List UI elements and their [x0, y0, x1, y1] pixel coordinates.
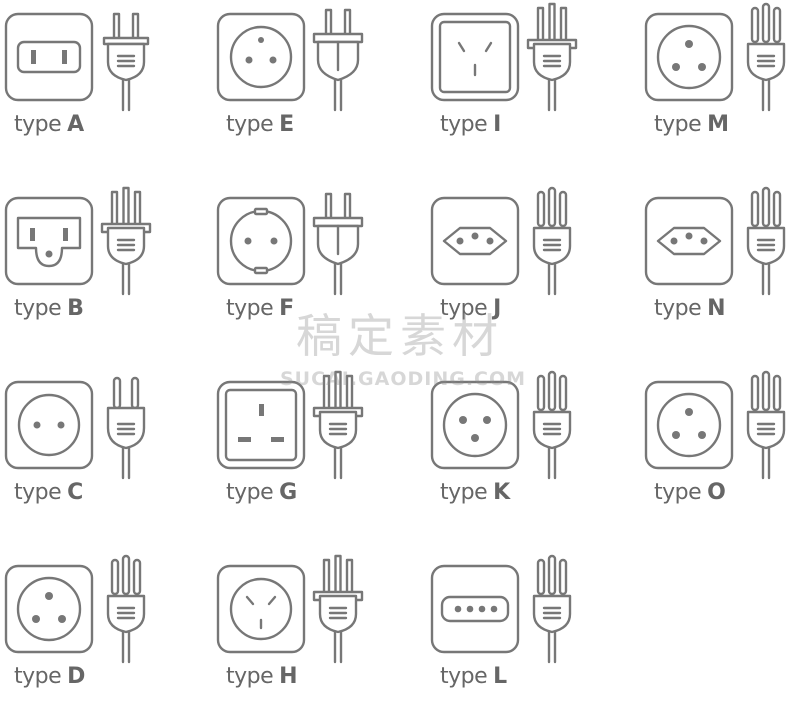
- socket-icon: [216, 12, 306, 102]
- caption-letter: K: [493, 480, 510, 505]
- plug-icon: [532, 370, 572, 480]
- caption-letter: L: [493, 664, 507, 689]
- caption-letter: E: [279, 112, 294, 137]
- socket-icon: [4, 196, 94, 286]
- caption-word: type: [440, 112, 488, 137]
- socket-icon: [430, 564, 520, 654]
- socket-icon: [430, 12, 520, 102]
- socket-icon: [216, 196, 306, 286]
- caption-word: type: [440, 296, 488, 321]
- plug-icon: [312, 370, 364, 480]
- socket-icon: [430, 380, 520, 470]
- caption-word: type: [14, 664, 62, 689]
- caption-word: type: [654, 112, 702, 137]
- socket-icon: [4, 564, 94, 654]
- socket-icon: [4, 12, 94, 102]
- caption-letter: I: [493, 112, 501, 137]
- caption-word: type: [654, 480, 702, 505]
- socket-icon: [430, 196, 520, 286]
- caption-word: type: [226, 664, 274, 689]
- caption-word: type: [226, 296, 274, 321]
- plug-icon: [100, 186, 152, 296]
- caption-word: type: [440, 480, 488, 505]
- plug-icon: [746, 2, 786, 112]
- plug-icon: [746, 370, 786, 480]
- caption-letter: C: [67, 480, 83, 505]
- caption-word: type: [226, 480, 274, 505]
- plug-icon: [106, 554, 146, 664]
- caption-letter: N: [707, 296, 726, 321]
- caption-letter: H: [279, 664, 298, 689]
- socket-icon: [4, 380, 94, 470]
- socket-icon: [216, 564, 306, 654]
- plug-icon: [312, 192, 364, 296]
- caption-letter: A: [67, 112, 84, 137]
- caption-letter: D: [67, 664, 85, 689]
- caption-letter: G: [279, 480, 297, 505]
- plug-icon: [526, 2, 578, 112]
- plug-icon: [532, 186, 572, 296]
- caption-word: type: [226, 112, 274, 137]
- caption-letter: O: [707, 480, 726, 505]
- caption-word: type: [14, 112, 62, 137]
- socket-icon: [216, 380, 306, 470]
- plug-icon: [106, 376, 146, 480]
- plug-icon: [312, 554, 364, 664]
- socket-icon: [644, 12, 734, 102]
- plug-icon: [532, 554, 572, 664]
- socket-icon: [644, 380, 734, 470]
- caption-word: type: [654, 296, 702, 321]
- caption-word: type: [14, 480, 62, 505]
- plug-icon: [102, 12, 150, 112]
- caption-letter: B: [67, 296, 84, 321]
- caption-letter: J: [493, 296, 501, 321]
- caption-word: type: [440, 664, 488, 689]
- caption-word: type: [14, 296, 62, 321]
- socket-icon: [644, 196, 734, 286]
- plug-icon: [746, 186, 786, 296]
- caption-letter: F: [279, 296, 294, 321]
- plug-icon: [312, 8, 364, 112]
- caption-letter: M: [707, 112, 729, 137]
